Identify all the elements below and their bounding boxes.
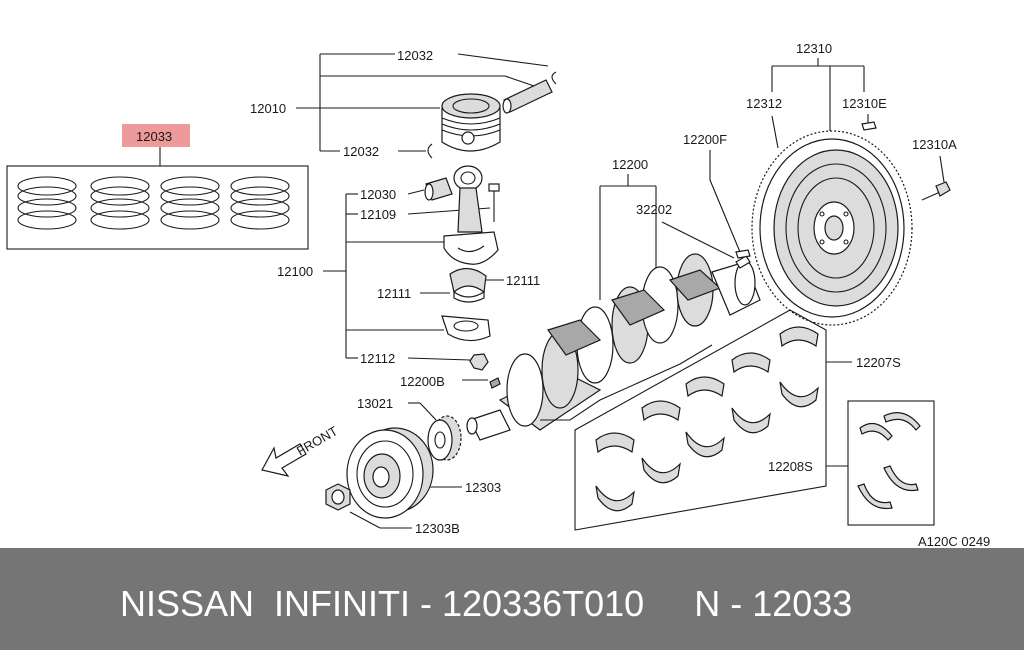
label-12310E[interactable]: 12310E bbox=[842, 96, 887, 111]
snap-ring-top[interactable] bbox=[551, 71, 557, 85]
snap-ring-bottom[interactable] bbox=[427, 143, 433, 159]
front-label: FRONT bbox=[294, 423, 340, 458]
piston[interactable] bbox=[441, 93, 501, 152]
dowel-pin-12200F[interactable] bbox=[735, 249, 751, 259]
label-12310A[interactable]: 12310A bbox=[912, 137, 957, 152]
flywheel[interactable] bbox=[751, 130, 913, 326]
part-number-text: NISSAN INFINITI - 120336T010 N - 12033 bbox=[120, 583, 853, 624]
label-32202[interactable]: 32202 bbox=[636, 202, 672, 217]
thrust-bearing-set-box bbox=[847, 400, 935, 526]
label-12100[interactable]: 12100 bbox=[277, 264, 313, 279]
label-12112[interactable]: 12112 bbox=[360, 351, 395, 366]
label-12303B[interactable]: 12303B bbox=[415, 521, 460, 536]
label-12111-right[interactable]: 12111 bbox=[506, 273, 540, 288]
crankshaft-key[interactable] bbox=[489, 377, 501, 389]
connecting-rod-bearing-upper[interactable] bbox=[449, 267, 487, 303]
label-12109[interactable]: 12109 bbox=[360, 207, 396, 222]
label-12111-left[interactable]: 12111 bbox=[377, 286, 411, 301]
label-12310[interactable]: 12310 bbox=[796, 41, 832, 56]
engine-parts-diagram: 12033 12032 12010 12032 bbox=[6, 41, 990, 548]
label-12032-top[interactable]: 12032 bbox=[397, 48, 433, 63]
label-12200[interactable]: 12200 bbox=[612, 157, 648, 172]
crankshaft[interactable] bbox=[466, 253, 761, 441]
connecting-rod-nut[interactable] bbox=[469, 353, 489, 371]
connecting-rod-cap[interactable] bbox=[441, 315, 491, 342]
thrust-bearing-set[interactable] bbox=[857, 412, 921, 510]
label-12032-bottom[interactable]: 12032 bbox=[343, 144, 379, 159]
label-12010[interactable]: 12010 bbox=[250, 101, 286, 116]
diagram-code: A120C 0249 bbox=[918, 534, 990, 548]
label-13021[interactable]: 13021 bbox=[357, 396, 393, 411]
piston-ring-set[interactable] bbox=[17, 176, 290, 230]
label-12303[interactable]: 12303 bbox=[465, 480, 501, 495]
crankshaft-sprocket[interactable] bbox=[427, 415, 462, 461]
flywheel-dowel-pin[interactable] bbox=[861, 121, 877, 131]
front-arrow bbox=[261, 443, 307, 477]
pulley-bolt[interactable] bbox=[325, 483, 351, 511]
main-bearing-set-box bbox=[574, 309, 827, 531]
piston-pin[interactable] bbox=[502, 79, 553, 114]
pilot-bushing[interactable] bbox=[735, 255, 751, 269]
connecting-rod-bolt[interactable] bbox=[488, 183, 500, 222]
main-bearing-set[interactable] bbox=[595, 326, 819, 512]
crankshaft-pulley[interactable] bbox=[346, 427, 434, 519]
label-12207S[interactable]: 12207S bbox=[856, 355, 901, 370]
label-12200F[interactable]: 12200F bbox=[683, 132, 727, 147]
label-12312[interactable]: 12312 bbox=[746, 96, 782, 111]
label-12208S[interactable]: 12208S bbox=[768, 459, 813, 474]
connecting-rod[interactable] bbox=[443, 165, 499, 265]
label-12200B[interactable]: 12200B bbox=[400, 374, 445, 389]
connecting-rod-bushing[interactable] bbox=[424, 177, 453, 201]
label-12030[interactable]: 12030 bbox=[360, 187, 396, 202]
piston-ring-set-box bbox=[6, 165, 309, 250]
footer-banner: NISSAN INFINITI - 120336T010 N - 12033 bbox=[0, 548, 1024, 650]
flywheel-bolt[interactable] bbox=[921, 181, 951, 201]
part-highlight-12033 bbox=[122, 124, 190, 147]
label-12033[interactable]: 12033 bbox=[136, 129, 172, 144]
